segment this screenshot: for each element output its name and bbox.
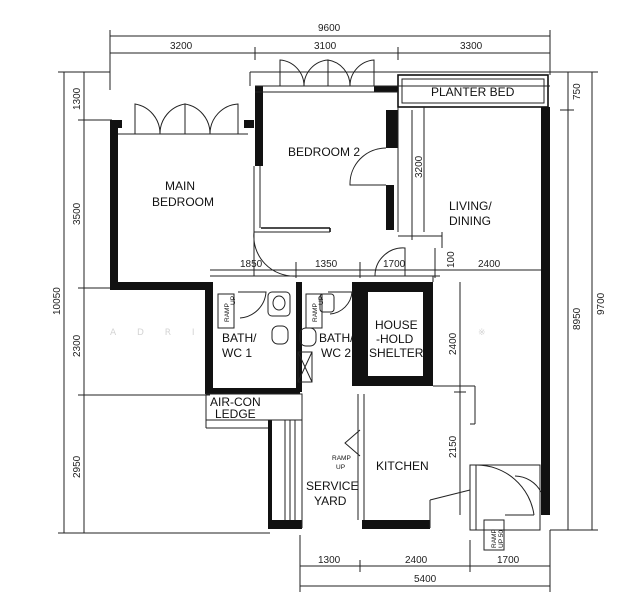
label-bath-2-a: BATH/ (319, 331, 354, 345)
dim-inner-1350: 1350 (315, 259, 338, 270)
dim-inner-1700: 1700 (383, 259, 406, 270)
door-swings (134, 59, 542, 516)
label-ramp-bath2-b: UP (318, 296, 325, 305)
dim-left-1: 1300 (72, 87, 83, 110)
watermark-text: A D R I (110, 328, 204, 338)
dim-top-mid: 3100 (314, 41, 337, 52)
fixtures (217, 291, 505, 551)
label-ramp-bath1-b: UP (230, 296, 237, 305)
dim-right-total: 9700 (596, 292, 607, 315)
label-ramp-bath2-a: RAMP (312, 303, 319, 322)
dim-left-2: 3500 (72, 202, 83, 225)
label-ramp-entry-b: UP 50 (498, 530, 505, 548)
label-kitchen: KITCHEN (376, 459, 429, 473)
label-ramp-yard-a: RAMP (332, 455, 351, 462)
partition-lines (118, 71, 550, 531)
dim-bottom-1: 1300 (318, 555, 341, 566)
dim-bottom-2: 2400 (405, 555, 428, 566)
label-bath-1-b: WC 1 (222, 346, 252, 360)
label-bath-2-b: WC 2 (321, 346, 351, 360)
watermark-mark: ※ (478, 328, 495, 338)
dim-inner-2400-h: 2400 (478, 259, 501, 270)
label-aircon-2: LEDGE (215, 407, 256, 421)
dim-left-3: 2300 (72, 334, 83, 357)
label-aircon-1: AIR-CON (210, 395, 261, 409)
dim-inner-1850: 1850 (240, 259, 263, 270)
label-living-1: LIVING/ (449, 199, 492, 213)
label-shelter-2: -HOLD (376, 332, 414, 346)
label-shelter-1: HOUSE (375, 318, 418, 332)
dim-inner-3200: 3200 (414, 155, 425, 178)
dim-inner-2150: 2150 (448, 435, 459, 458)
dim-left-total: 10050 (52, 287, 63, 315)
dim-right-sub: 8950 (572, 307, 583, 330)
dim-inner-100: 100 (446, 251, 457, 268)
dim-inner-2400-v: 2400 (448, 332, 459, 355)
label-main-bedroom-1: MAIN (165, 179, 195, 193)
dim-bottom-total: 5400 (414, 574, 437, 585)
label-living-2: DINING (449, 214, 491, 228)
dim-right-top: 750 (572, 83, 583, 100)
label-main-bedroom-2: BEDROOM (152, 195, 214, 209)
dim-left-4: 2950 (72, 455, 83, 478)
dim-top-total: 9600 (318, 23, 341, 34)
label-ramp-entry-a: RAMP (491, 529, 498, 548)
walls (110, 86, 550, 529)
label-bedroom-2: BEDROOM 2 (288, 145, 360, 159)
dim-top-right: 3300 (460, 41, 483, 52)
label-ramp-yard-b: UP (336, 464, 345, 471)
label-bath-1-a: BATH/ (222, 331, 257, 345)
label-service-2: YARD (314, 494, 347, 508)
label-planter-bed: PLANTER BED (431, 85, 515, 99)
dimension-lines (58, 30, 598, 592)
label-ramp-bath1-a: RAMP (224, 303, 231, 322)
dim-bottom-3: 1700 (497, 555, 520, 566)
label-service-1: SERVICE (306, 479, 358, 493)
dim-top-left: 3200 (170, 41, 193, 52)
label-shelter-3: SHELTER (369, 346, 424, 360)
